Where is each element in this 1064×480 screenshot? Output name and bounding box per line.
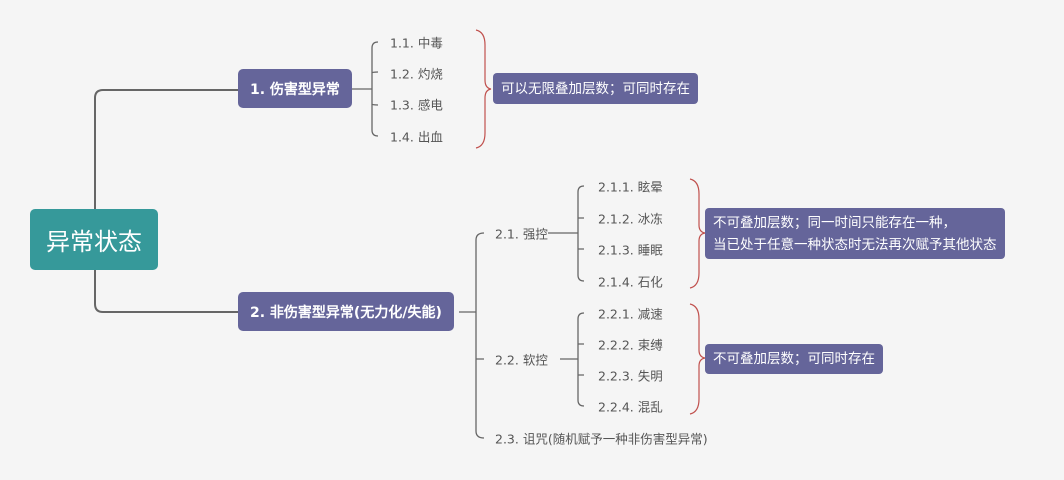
brace-21 <box>689 178 706 289</box>
leaf-node[interactable]: 1.2. 灼烧 <box>390 66 443 82</box>
summary-hard-control[interactable]: 不可叠加层数；同一时间只能存在一种， 当已处于任意一种状态时无法再次赋予其他状态 <box>705 208 1005 259</box>
subbranch-curse[interactable]: 2.3. 诅咒(随机赋予一种非伤害型异常) <box>495 431 708 447</box>
brace-1 <box>475 29 492 149</box>
brace-22 <box>689 303 706 415</box>
leaf-node[interactable]: 2.2.4. 混乱 <box>598 399 663 415</box>
connector-21-children <box>548 185 585 282</box>
leaf-node[interactable]: 2.2.1. 减速 <box>598 306 663 322</box>
connector-root-2 <box>94 270 238 313</box>
branch-non-damage-node[interactable]: 2. 非伤害型异常(无力化/失能) <box>238 292 454 331</box>
connector-2-children <box>459 232 485 439</box>
connector-22-children <box>560 312 585 407</box>
leaf-node[interactable]: 2.2.2. 束缚 <box>598 337 663 353</box>
leaf-node[interactable]: 2.1.3. 睡眠 <box>598 242 663 258</box>
summary-damage[interactable]: 可以无限叠加层数；可同时存在 <box>493 73 698 104</box>
leaf-node[interactable]: 2.1.2. 冰冻 <box>598 211 663 227</box>
subbranch-hard-control[interactable]: 2.1. 强控 <box>495 226 548 242</box>
branch-damage-node[interactable]: 1. 伤害型异常 <box>238 69 352 108</box>
summary-line: 不可叠加层数；同一时间只能存在一种， <box>713 214 956 231</box>
leaf-node[interactable]: 2.1.4. 石化 <box>598 274 663 290</box>
summary-soft-control[interactable]: 不可叠加层数；可同时存在 <box>705 344 883 374</box>
subbranch-soft-control[interactable]: 2.2. 软控 <box>495 352 548 368</box>
leaf-node[interactable]: 1.3. 感电 <box>390 97 443 113</box>
summary-line: 当已处于任意一种状态时无法再次赋予其他状态 <box>713 236 997 253</box>
leaf-node[interactable]: 1.4. 出血 <box>390 129 443 145</box>
leaf-node[interactable]: 1.1. 中毒 <box>390 35 443 51</box>
root-node[interactable]: 异常状态 <box>30 209 158 270</box>
leaf-node[interactable]: 2.2.3. 失明 <box>598 368 663 384</box>
connector-root-1 <box>94 89 238 209</box>
connector-1-children <box>352 41 379 137</box>
leaf-node[interactable]: 2.1.1. 眩晕 <box>598 179 663 195</box>
